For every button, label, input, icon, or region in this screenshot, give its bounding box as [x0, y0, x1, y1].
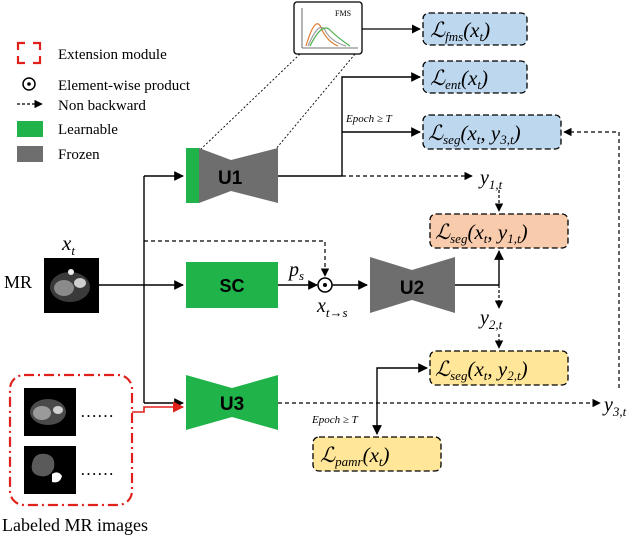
elementwise-product-icon — [317, 277, 333, 293]
xts-label: xt→s — [316, 295, 348, 320]
labeled-image-1 — [24, 388, 76, 436]
fms-curve-orange — [305, 23, 339, 47]
loss-fms-label: ℒfms(xt) — [430, 18, 490, 44]
legend-nonbackward-label: Non backward — [58, 98, 146, 114]
u2-label: U2 — [400, 278, 424, 299]
elementwise-product-legend-icon — [22, 77, 36, 91]
u3-label: U3 — [220, 394, 244, 415]
labeled-images-caption: Labeled MR images — [2, 515, 148, 535]
legend-extension-label: Extension module — [58, 47, 167, 63]
y1-label: y1,t — [478, 167, 503, 192]
ps-label: ps — [287, 259, 304, 283]
y3-label: y3,t — [602, 394, 627, 419]
legend: Extension module Element-wise product No… — [16, 41, 191, 163]
legend-product-label: Element-wise product — [58, 78, 191, 94]
u1-to-ent-arrow — [341, 72, 421, 176]
frozen-swatch-icon — [17, 146, 43, 162]
learnable-swatch-icon — [17, 121, 43, 137]
loss-ent-label: ℒent(xt) — [430, 66, 488, 92]
loss-seg1-box — [429, 213, 569, 249]
y3-to-seg3-dashed — [563, 127, 620, 388]
labeled-image-2-dots: …… — [80, 460, 114, 479]
labeled-to-u3-arrow — [132, 401, 185, 413]
fms-curve-green — [309, 27, 351, 47]
xt-input-label: xt — [61, 231, 75, 258]
mr-label: MR — [4, 272, 32, 292]
loss-ent-box — [422, 60, 528, 94]
epoch-label-bottom: Epoch ≥ T — [311, 414, 359, 426]
fms-inset: FMS — [293, 1, 363, 55]
labeled-image-1-dots: …… — [80, 402, 114, 421]
fms-leader-left — [199, 53, 301, 151]
extension-module-box — [8, 373, 134, 507]
fms-leader-right — [274, 53, 356, 151]
extension-module-legend-icon — [16, 41, 42, 65]
loss-seg3-label: ℒseg(xt, y3,t) — [428, 121, 521, 147]
input-to-product-dashed — [144, 240, 330, 277]
u1-block — [186, 148, 278, 203]
loss-seg3-box — [422, 114, 562, 150]
fms-curve-gray — [307, 26, 347, 47]
legend-learnable-label: Learnable — [58, 122, 118, 138]
legend-frozen-label: Frozen — [58, 147, 100, 163]
y2-label: y2,t — [478, 307, 503, 332]
u3-block — [186, 375, 278, 430]
loss-seg2-label: ℒseg(xt, y2,t) — [435, 357, 528, 383]
epoch-label-top: Epoch ≥ T — [345, 113, 393, 125]
sc-block — [186, 262, 278, 308]
loss-pamr-label: ℒpamr(xt) — [320, 443, 390, 469]
loss-fms-box — [422, 12, 528, 46]
loss-seg1-label: ℒseg(xt, y1,t) — [435, 220, 528, 246]
labeled-image-2 — [24, 446, 76, 494]
fms-inset-label: FMS — [335, 9, 351, 18]
sc-label: SC — [219, 276, 244, 296]
u1-label: U1 — [218, 168, 243, 189]
u2-block — [370, 257, 455, 313]
loss-pamr-box — [312, 436, 442, 472]
mr-input-image — [44, 258, 99, 313]
u3-to-seg2-arrow — [376, 363, 428, 403]
loss-seg2-box — [429, 350, 569, 386]
